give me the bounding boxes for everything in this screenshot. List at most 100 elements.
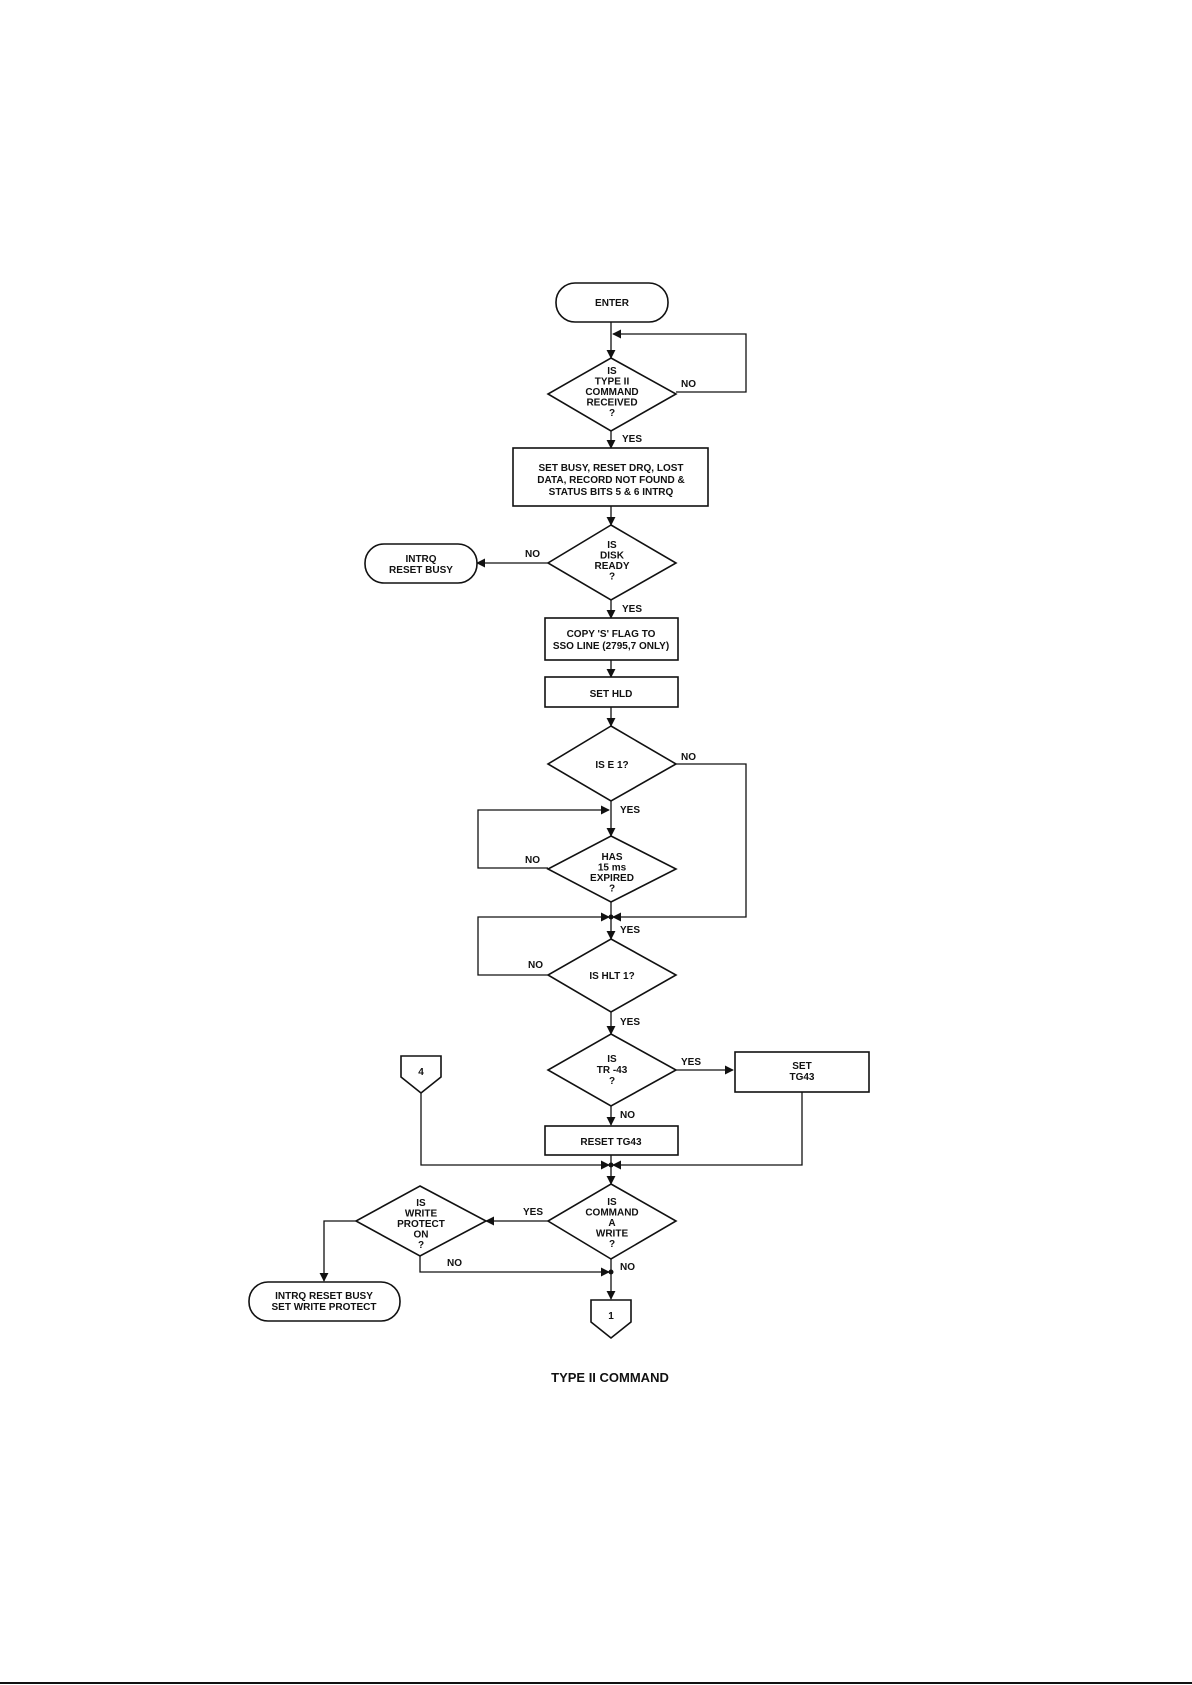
node-label-line: TG43	[789, 1072, 814, 1083]
node-label-line: EXPIRED	[590, 873, 634, 884]
node-label-line: IS	[607, 1054, 617, 1065]
node-label-line: IS HLT 1?	[589, 971, 634, 982]
connector-4: 4	[400, 1055, 442, 1095]
edge-labels: NO YES NO YES NO YES NO YES NO YES YES N…	[447, 379, 701, 1273]
node-label-line: INTRQ	[405, 554, 436, 565]
label-hlt-no: NO	[528, 960, 543, 971]
label-disk-no: NO	[525, 549, 540, 560]
flow-lines	[319, 322, 803, 1300]
node-label-line: ?	[609, 408, 615, 419]
label-write-no: NO	[620, 1262, 635, 1273]
process-set-hld: SET HLD	[544, 676, 679, 708]
node-enter: ENTER	[555, 282, 669, 323]
node-label-line: IS	[607, 540, 617, 551]
decision-is-e-1: IS E 1?	[546, 725, 678, 802]
label-ms-no: NO	[525, 855, 540, 866]
node-label-line: PROTECT	[397, 1219, 445, 1230]
node-label-line: 4	[418, 1067, 424, 1078]
node-label-line: WRITE	[596, 1229, 629, 1240]
decision-is-hlt-1: IS HLT 1?	[546, 938, 678, 1013]
connector-1: 1	[590, 1299, 632, 1340]
node-label-line: STATUS BITS 5 & 6 INTRQ	[549, 487, 674, 498]
node-label-line: SET BUSY, RESET DRQ, LOST	[538, 463, 683, 474]
label-protect-no: NO	[447, 1258, 462, 1269]
node-label: IS E 1?	[595, 760, 628, 771]
node-label-line: IS	[607, 366, 617, 377]
node-label-line: RESET BUSY	[389, 565, 453, 576]
node-label-line: TYPE II	[595, 377, 630, 388]
node-label-line: 1	[608, 1311, 614, 1322]
node-label-line: SSO LINE (2795,7 ONLY)	[553, 641, 669, 652]
node-label-line: ENTER	[595, 298, 630, 309]
node-label-line: A	[608, 1218, 615, 1229]
node-label: SET HLD	[590, 689, 633, 700]
node-label: ENTER	[595, 298, 630, 309]
bottom-rule	[0, 1682, 1192, 1684]
node-label: 1	[608, 1311, 614, 1322]
label-e-no: NO	[681, 752, 696, 763]
node-label-line: IS	[416, 1198, 426, 1209]
figure-caption: TYPE II COMMAND	[551, 1370, 669, 1385]
label-tr-yes: YES	[681, 1057, 701, 1068]
node-label: IS HLT 1?	[589, 971, 634, 982]
label-type2-no: NO	[681, 379, 696, 390]
node-label: 4	[418, 1067, 424, 1078]
node-label-line: SET	[792, 1061, 811, 1072]
process-reset-tg43: RESET TG43	[544, 1125, 679, 1156]
node-label-line: DISK	[600, 551, 625, 562]
node-label-line: ?	[609, 1076, 615, 1087]
node-label-line: ?	[609, 884, 615, 895]
node-label-line: COPY 'S' FLAG TO	[567, 629, 656, 640]
node-label-line: TR -43	[597, 1065, 628, 1076]
node-label-line: ON	[414, 1230, 429, 1241]
node-label-line: IS	[607, 1197, 617, 1208]
node-label-line: HAS	[601, 852, 622, 863]
node-label-line: DATA, RECORD NOT FOUND &	[537, 475, 684, 486]
label-type2-yes: YES	[622, 434, 642, 445]
node-label-line: ?	[418, 1240, 424, 1251]
node-label-line: 15 ms	[598, 863, 627, 874]
label-ms-yes: YES	[620, 925, 640, 936]
node-label: RESET TG43	[580, 1137, 642, 1148]
node-label-line: RECEIVED	[586, 398, 637, 409]
node-label-line: RESET TG43	[580, 1137, 642, 1148]
node-label-line: INTRQ RESET BUSY	[275, 1291, 373, 1302]
label-disk-yes: YES	[622, 604, 642, 615]
label-tr-no: NO	[620, 1110, 635, 1121]
node-label-line: SET WRITE PROTECT	[272, 1302, 377, 1313]
label-e-yes: YES	[620, 805, 640, 816]
node-label-line: ?	[609, 572, 615, 583]
node-label-line: ?	[609, 1239, 615, 1250]
label-hlt-yes: YES	[620, 1017, 640, 1028]
node-label-line: COMMAND	[585, 387, 638, 398]
node-label-line: READY	[594, 561, 629, 572]
node-label-line: IS E 1?	[595, 760, 628, 771]
node-label-line: WRITE	[405, 1209, 438, 1220]
node-label-line: COMMAND	[585, 1208, 638, 1219]
label-write-yes: YES	[523, 1207, 543, 1218]
node-label-line: SET HLD	[590, 689, 633, 700]
